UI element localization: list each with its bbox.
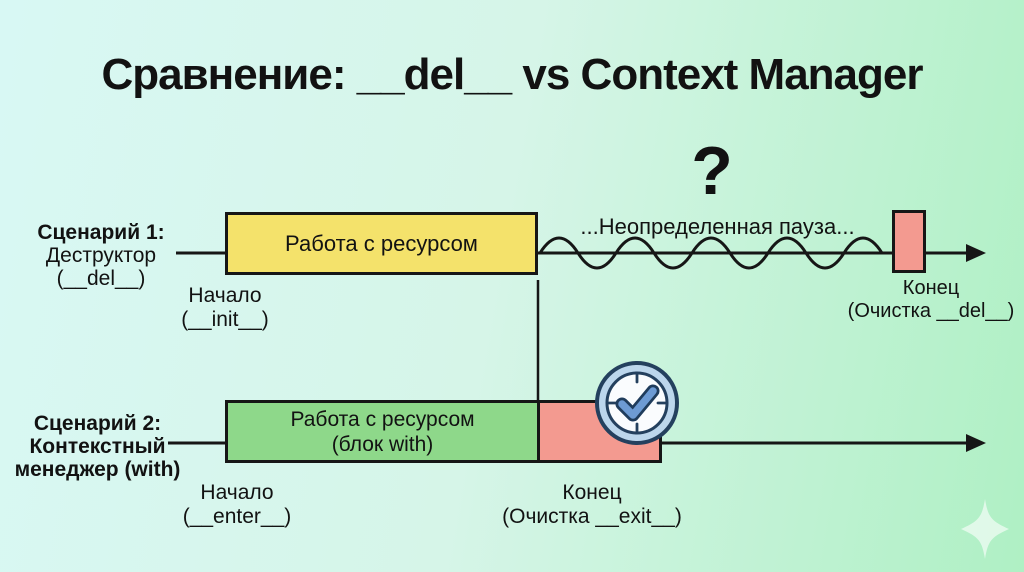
scenario1-cleanup-box (892, 210, 926, 273)
scenario2-start-line2: (__enter__) (182, 505, 292, 528)
scenario1-label: Сценарий 1: Деструктор (__del__) (15, 221, 187, 290)
scenario1-label-line3: (__del__) (56, 267, 146, 290)
sparkle-icon (961, 499, 1009, 559)
scenario1-start-line1: Начало (188, 284, 262, 307)
scenario1-end-line2: (Очистка __del__) (847, 300, 1015, 322)
scenario2-start-label: Начало (__enter__) (148, 481, 326, 529)
scenario1-end-line1: Конец (902, 277, 960, 299)
scenario2-start-line1: Начало (200, 481, 274, 504)
scenario1-label-line2: Деструктор (45, 244, 157, 267)
scenario1-work-box-label: Работа с ресурсом (285, 230, 478, 256)
scenario2-end-line1: Конец (562, 481, 622, 504)
clock-with-checkmark-icon (595, 361, 679, 445)
scenario1-start-label: Начало (__init__) (140, 284, 310, 332)
scenario2-end-label: Конец (Очистка __exit__) (468, 481, 716, 529)
page-title: Сравнение: __del__ vs Context Manager (101, 50, 924, 99)
scenario2-label-line3: менеджер (with) (14, 458, 181, 481)
scenario2-end-line2: (Очистка __exit__) (502, 505, 682, 528)
scenario2-work-box-line1: Работа с ресурсом (290, 407, 475, 431)
timeline-1-arrowhead-icon (966, 244, 986, 262)
scenario2-label: Сценарий 2: Контекстный менеджер (with) (5, 412, 190, 481)
clock-tick-marks (607, 373, 667, 433)
timeline-2-arrowhead-icon (966, 434, 986, 452)
undefined-pause-label: ...Неопределенная пауза... (580, 214, 855, 239)
scenario2-work-box: Работа с ресурсом (блок with) (225, 400, 540, 463)
scenario1-end-label: Конец (Очистка __del__) (824, 277, 1024, 323)
scenario2-work-box-line2: (блок with) (331, 432, 434, 456)
question-mark: ? (691, 133, 733, 209)
scenario1-work-box: Работа с ресурсом (225, 212, 538, 275)
scenario1-start-line2: (__init__) (181, 308, 269, 331)
checkmark-icon (618, 387, 657, 419)
scenario2-label-line2: Контекстный (29, 435, 166, 458)
scenario1-label-title: Сценарий 1: (37, 221, 165, 244)
undefined-pause-wave (538, 236, 884, 270)
scenario2-label-title: Сценарий 2: (33, 412, 162, 435)
